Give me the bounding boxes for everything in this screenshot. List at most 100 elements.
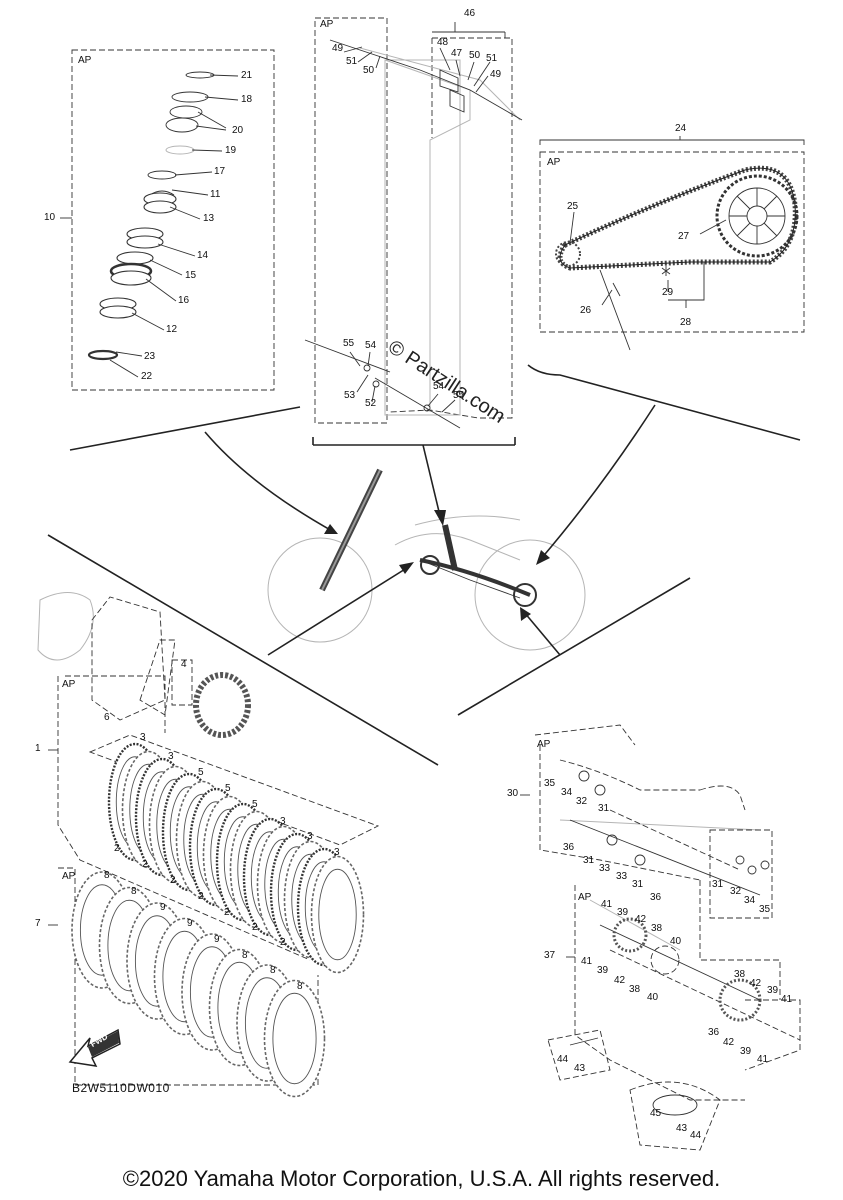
callout-47: 47 bbox=[451, 48, 463, 59]
callout-36: 36 bbox=[650, 892, 662, 903]
callout-49: 49 bbox=[332, 43, 344, 54]
callout-42: 42 bbox=[614, 975, 626, 986]
ap-box-rear-shock-right bbox=[389, 37, 513, 419]
callout-42: 42 bbox=[723, 1037, 735, 1048]
callout-43: 43 bbox=[676, 1123, 688, 1134]
ap-tag: AP bbox=[62, 679, 76, 690]
callout-10: 10 bbox=[44, 212, 56, 223]
callout-44: 44 bbox=[557, 1054, 569, 1065]
friction-plates bbox=[107, 742, 365, 974]
callout-2: 2 bbox=[280, 937, 286, 948]
callout-54: 54 bbox=[365, 340, 377, 351]
callout-24: 24 bbox=[675, 123, 687, 134]
ap-box-drive-chain bbox=[539, 151, 805, 333]
callout-16: 16 bbox=[178, 295, 190, 306]
callout-34: 34 bbox=[744, 895, 756, 906]
callout-21: 21 bbox=[241, 70, 253, 81]
callout-31: 31 bbox=[598, 803, 610, 814]
callout-17: 17 bbox=[214, 166, 226, 177]
callout-42: 42 bbox=[750, 978, 762, 989]
callout-6: 6 bbox=[104, 712, 110, 723]
callout-32: 32 bbox=[730, 886, 742, 897]
callout-23: 23 bbox=[144, 351, 156, 362]
callout-arrows bbox=[204, 404, 656, 656]
callout-15: 15 bbox=[185, 270, 197, 281]
callout-35: 35 bbox=[759, 904, 771, 915]
callout-40: 40 bbox=[647, 992, 659, 1003]
callout-37: 37 bbox=[544, 950, 556, 961]
callout-4: 4 bbox=[181, 659, 187, 670]
callout-3: 3 bbox=[334, 847, 340, 858]
callout-8: 8 bbox=[104, 870, 110, 881]
callout-39: 39 bbox=[767, 985, 779, 996]
callout-41: 41 bbox=[781, 994, 793, 1005]
callout-11: 11 bbox=[210, 189, 221, 200]
callout-53: 53 bbox=[344, 390, 356, 401]
fwd-arrow-icon bbox=[68, 1028, 121, 1067]
drive-chain-leaders bbox=[569, 211, 727, 308]
callout-43: 43 bbox=[574, 1063, 586, 1074]
callout-3: 3 bbox=[168, 751, 174, 762]
callout-36: 36 bbox=[563, 842, 575, 853]
callout-2: 2 bbox=[114, 843, 120, 854]
callout-44: 44 bbox=[690, 1130, 702, 1141]
callout-36: 36 bbox=[708, 1027, 720, 1038]
callout-50: 50 bbox=[469, 50, 481, 61]
callout-39: 39 bbox=[597, 965, 609, 976]
callout-41: 41 bbox=[757, 1054, 769, 1065]
callout-51: 51 bbox=[346, 56, 358, 67]
callout-49: 49 bbox=[490, 69, 502, 80]
callout-3: 3 bbox=[140, 732, 146, 743]
ap-box-clutch-top bbox=[65, 675, 166, 733]
callout-31: 31 bbox=[632, 879, 644, 890]
ap-box-fork-seals bbox=[71, 49, 275, 391]
callout-38: 38 bbox=[734, 969, 746, 980]
ap-tag: AP bbox=[537, 739, 551, 750]
callout-3: 3 bbox=[307, 831, 313, 842]
clutch-cover-gasket bbox=[37, 592, 251, 738]
callout-25: 25 bbox=[567, 201, 579, 212]
callout-33: 33 bbox=[599, 863, 611, 874]
callout-27: 27 bbox=[678, 231, 690, 242]
callout-29: 29 bbox=[662, 287, 674, 298]
callout-22: 22 bbox=[141, 371, 153, 382]
callout-13: 13 bbox=[203, 213, 215, 224]
callout-55: 55 bbox=[343, 338, 355, 349]
clutch-discs bbox=[71, 871, 326, 1098]
callout-38: 38 bbox=[629, 984, 641, 995]
callout-2: 2 bbox=[170, 875, 176, 886]
callout-41: 41 bbox=[601, 899, 613, 910]
copyright-footer: ©2020 Yamaha Motor Corporation, U.S.A. A… bbox=[122, 1166, 721, 1191]
callout-5: 5 bbox=[198, 767, 204, 778]
callout-bars bbox=[47, 364, 801, 766]
callout-8: 8 bbox=[131, 886, 137, 897]
callout-35: 35 bbox=[544, 778, 556, 789]
callout-46: 46 bbox=[464, 8, 476, 19]
callout-9: 9 bbox=[160, 902, 166, 913]
callout-5: 5 bbox=[252, 799, 258, 810]
callout-30: 30 bbox=[507, 788, 519, 799]
callout-19: 19 bbox=[225, 145, 237, 156]
callout-34: 34 bbox=[561, 787, 573, 798]
callout-54: 54 bbox=[433, 381, 445, 392]
callout-52: 52 bbox=[365, 398, 377, 409]
callout-38: 38 bbox=[651, 923, 663, 934]
callout-32: 32 bbox=[576, 796, 588, 807]
drive-chain bbox=[555, 165, 799, 351]
transmission-drive-axle bbox=[547, 885, 801, 1151]
callout-8: 8 bbox=[242, 950, 248, 961]
transmission-main-axle bbox=[534, 724, 781, 1000]
rear-shock-leaders bbox=[343, 46, 491, 413]
ap-box-rear-shock-left bbox=[314, 17, 388, 424]
callout-31: 31 bbox=[583, 855, 595, 866]
callout-9: 9 bbox=[187, 918, 193, 929]
callout-28: 28 bbox=[680, 317, 692, 328]
callout-7: 7 bbox=[35, 918, 41, 929]
callout-2: 2 bbox=[252, 922, 258, 933]
motorcycle-silhouette bbox=[267, 468, 586, 651]
callout-14: 14 bbox=[197, 250, 209, 261]
ap-tag: AP bbox=[320, 19, 334, 30]
callout-9: 9 bbox=[214, 934, 220, 945]
